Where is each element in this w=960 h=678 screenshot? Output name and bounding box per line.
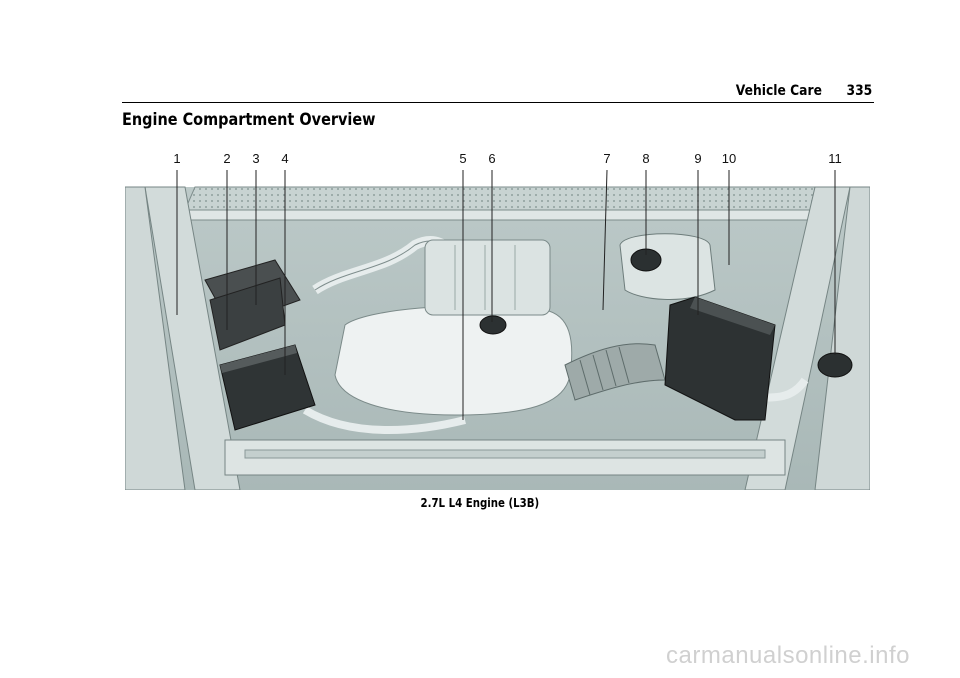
callout-6: 6 xyxy=(488,151,496,166)
callout-7: 7 xyxy=(603,151,611,166)
engine-illustration xyxy=(125,169,870,490)
callout-9: 9 xyxy=(694,151,702,166)
section-name: Vehicle Care xyxy=(735,83,822,99)
engine-figure: 1 2 3 4 5 6 7 8 9 10 11 xyxy=(125,150,870,490)
callout-2: 2 xyxy=(223,151,231,166)
callout-1: 1 xyxy=(173,151,181,166)
callout-4: 4 xyxy=(281,151,289,166)
callout-8: 8 xyxy=(642,151,650,166)
callout-10: 10 xyxy=(721,151,737,166)
callout-5: 5 xyxy=(459,151,467,166)
page-title: Engine Compartment Overview xyxy=(122,110,376,130)
page-number: 335 xyxy=(846,83,872,99)
page-header: Vehicle Care 335 xyxy=(122,83,874,103)
header-rule xyxy=(122,102,874,103)
figure-caption: 2.7L L4 Engine (L3B) xyxy=(0,496,960,510)
watermark: carmanualsonline.info xyxy=(666,642,910,669)
callout-11: 11 xyxy=(828,151,842,166)
figure-caption-text: 2.7L L4 Engine (L3B) xyxy=(420,496,540,510)
callout-3: 3 xyxy=(252,151,260,166)
